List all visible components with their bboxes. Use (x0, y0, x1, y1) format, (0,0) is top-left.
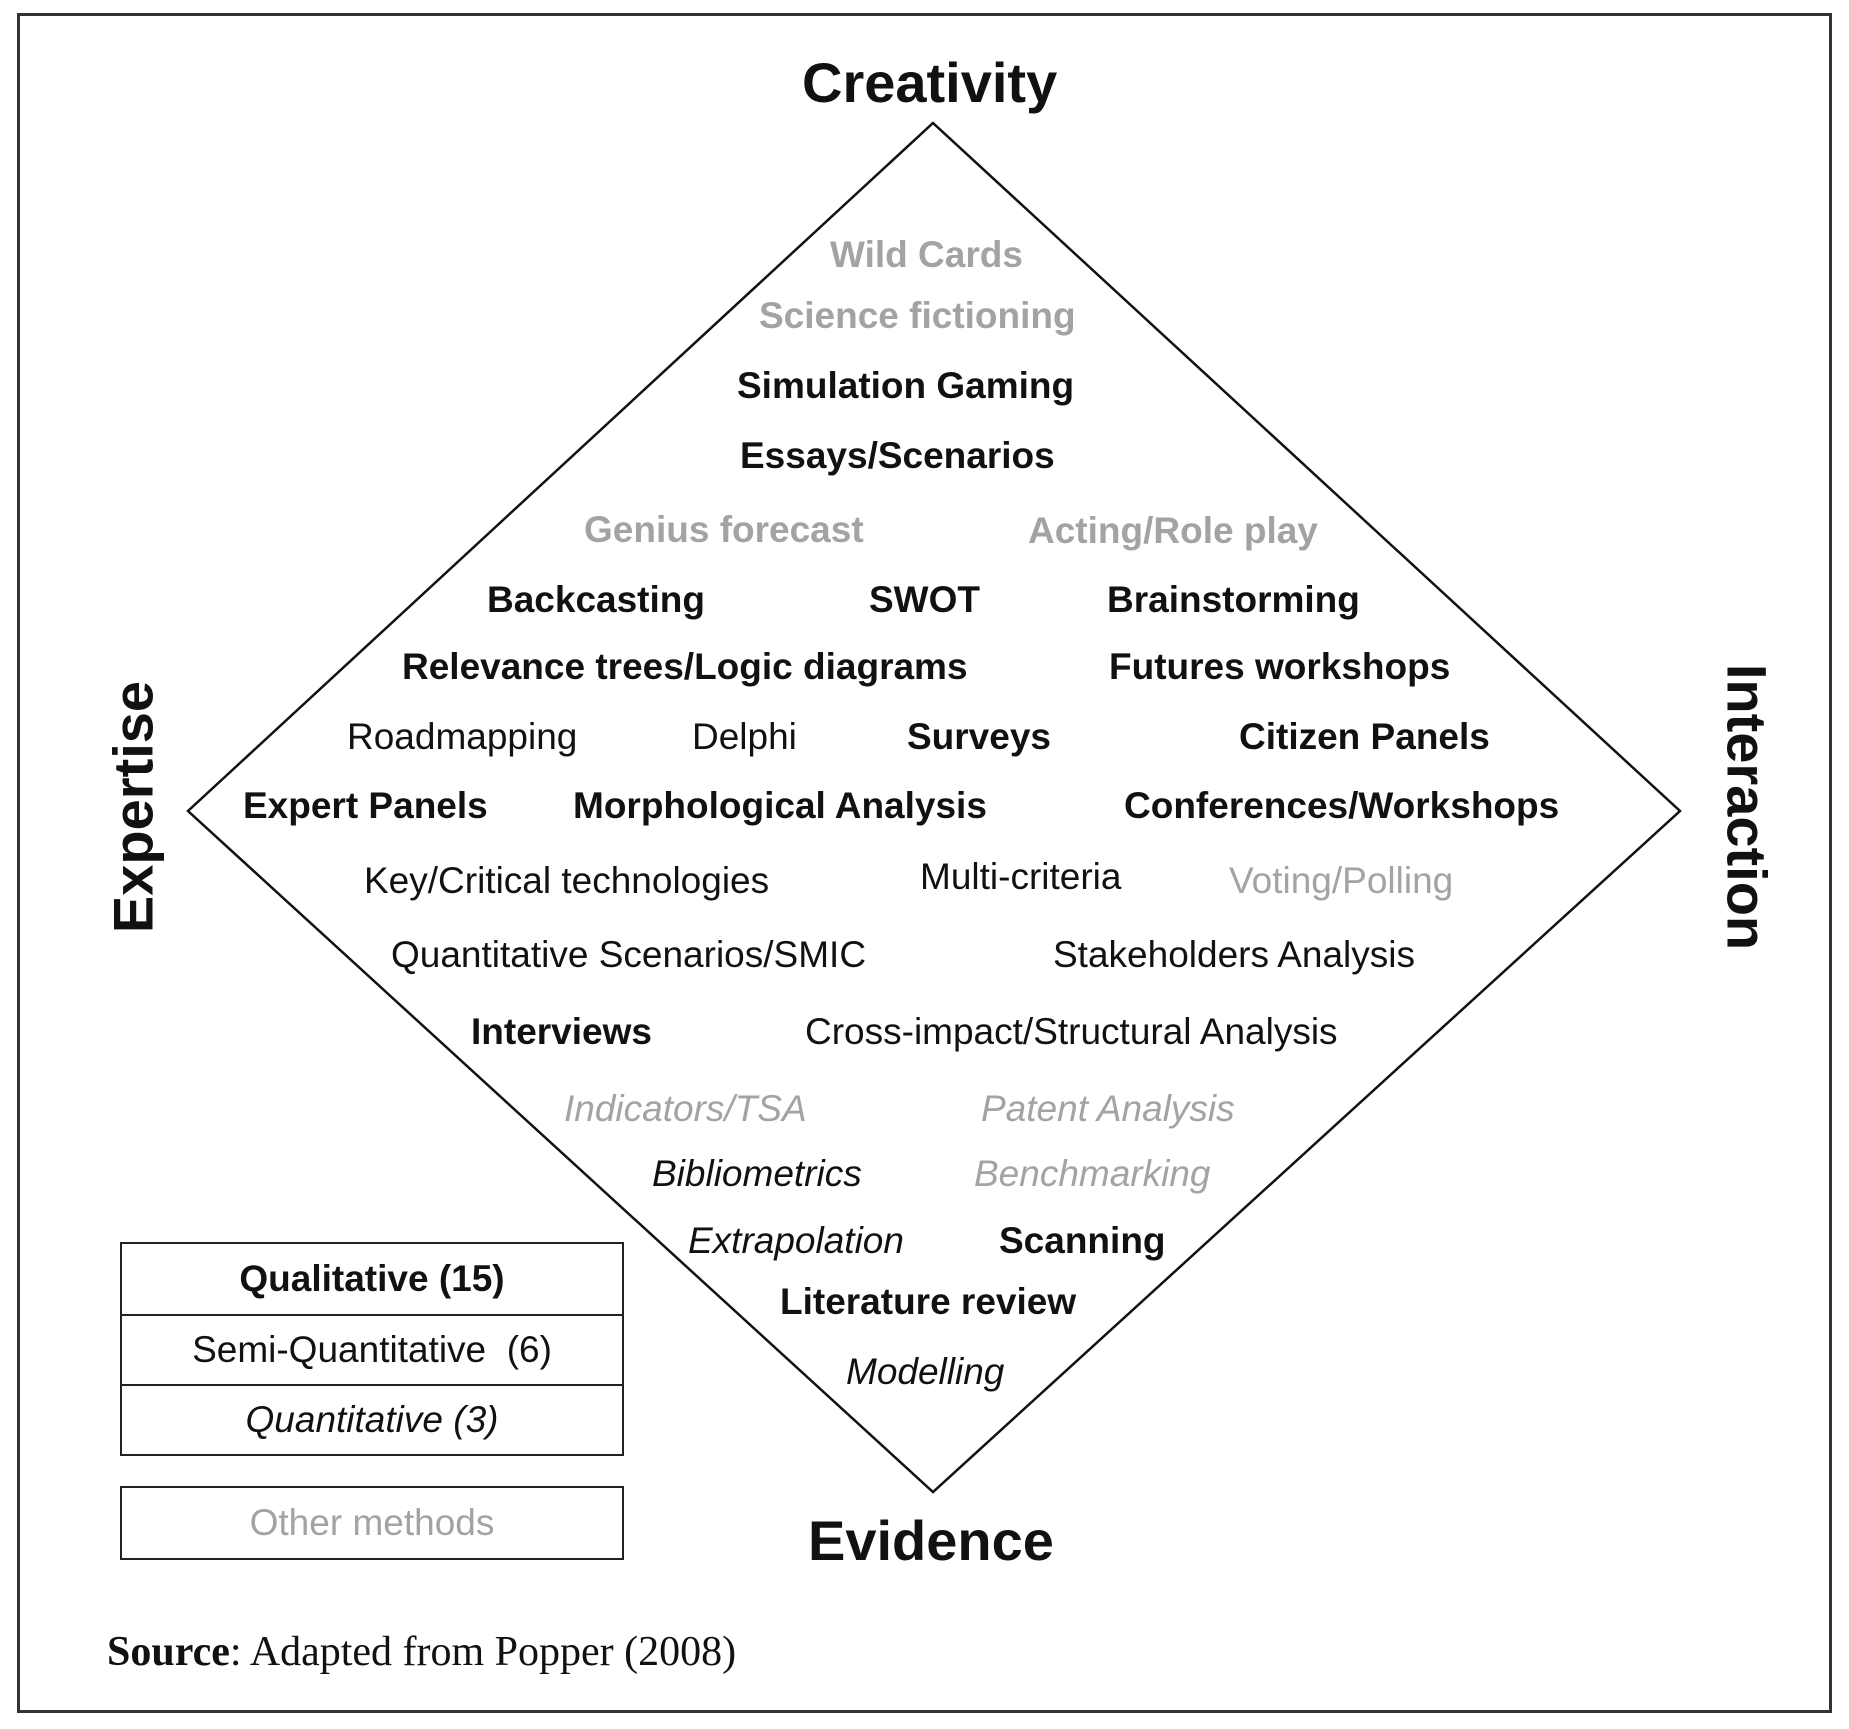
method-futures-workshops: Futures workshops (1109, 646, 1451, 687)
source-text: : Adapted from Popper (2008) (229, 1629, 737, 1675)
method-modelling: Modelling (846, 1351, 1005, 1392)
method-delphi: Delphi (692, 716, 797, 757)
method-interviews: Interviews (471, 1011, 652, 1052)
method-expert-panels: Expert Panels (243, 785, 488, 826)
method-brainstorming: Brainstorming (1107, 579, 1360, 620)
method-genius-forecast: Genius forecast (584, 509, 864, 550)
method-conferences-workshops: Conferences/Workshops (1124, 785, 1560, 826)
method-bibliometrics: Bibliometrics (652, 1153, 862, 1194)
axis-label-interaction: Interaction (1715, 663, 1779, 951)
method-wild-cards: Wild Cards (830, 234, 1023, 275)
legend-semi-quantitative: Semi-Quantitative (6) (122, 1314, 622, 1384)
method-backcasting: Backcasting (487, 579, 705, 620)
method-benchmarking: Benchmarking (974, 1153, 1211, 1194)
method-quantitative-scenarios: Quantitative Scenarios/SMIC (391, 934, 867, 975)
method-literature-review: Literature review (780, 1281, 1077, 1322)
method-citizen-panels: Citizen Panels (1239, 716, 1490, 757)
method-multi-criteria: Multi-criteria (920, 856, 1122, 897)
legend-quantitative: Quantitative (3) (122, 1384, 622, 1454)
source-label: Source (107, 1629, 230, 1675)
figure-frame (17, 13, 1832, 1713)
legend-other-methods-box: Other methods (120, 1486, 624, 1560)
source-caption: Source: Adapted from Popper (2008) (107, 1628, 736, 1676)
axis-label-evidence: Evidence (808, 1509, 1054, 1572)
axis-label-expertise: Expertise (101, 680, 165, 934)
method-voting-polling: Voting/Polling (1229, 860, 1454, 901)
method-science-fictioning: Science fictioning (759, 295, 1076, 336)
legend-other-methods: Other methods (249, 1502, 495, 1543)
method-acting-role-play: Acting/Role play (1028, 510, 1318, 551)
method-key-critical-technologies: Key/Critical technologies (364, 860, 770, 901)
method-essays-scenarios: Essays/Scenarios (740, 435, 1055, 476)
method-scanning: Scanning (999, 1220, 1166, 1261)
method-surveys: Surveys (907, 716, 1051, 757)
method-cross-impact: Cross-impact/Structural Analysis (805, 1011, 1338, 1052)
method-stakeholders-analysis: Stakeholders Analysis (1053, 934, 1415, 975)
legend-qualitative: Qualitative (15) (239, 1258, 505, 1299)
method-relevance-trees: Relevance trees/Logic diagrams (402, 646, 968, 687)
legend-method-types: Qualitative (15) Semi-Quantitative (6) Q… (120, 1242, 624, 1456)
method-roadmapping: Roadmapping (347, 716, 578, 757)
method-morphological-analysis: Morphological Analysis (573, 785, 987, 826)
method-simulation-gaming: Simulation Gaming (737, 365, 1075, 406)
method-patent-analysis: Patent Analysis (981, 1088, 1235, 1129)
diamond-outline (186, 121, 1682, 1494)
method-extrapolation: Extrapolation (688, 1220, 904, 1261)
method-indicators-tsa: Indicators/TSA (564, 1088, 807, 1129)
axis-label-creativity: Creativity (802, 51, 1058, 114)
method-swot: SWOT (869, 579, 980, 620)
